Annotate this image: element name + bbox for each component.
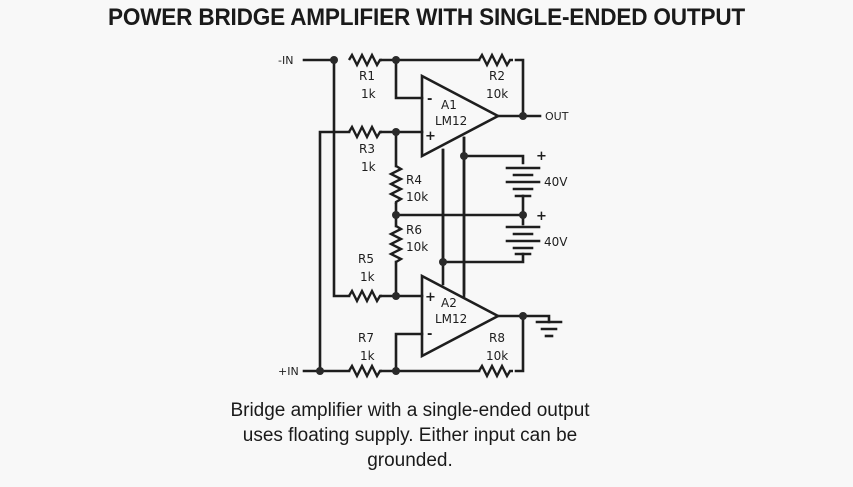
caption-line-2: uses floating supply. Either input can b… [242,425,578,446]
r7-ref: R7 [358,331,374,345]
battery-lower-value: 40V [544,235,568,249]
battery-upper: + 40V [505,149,568,198]
diagram-title: POWER BRIDGE AMPLIFIER WITH SINGLE-ENDED… [107,4,746,31]
wire-neg-bus [332,58,351,298]
a1-part: LM12 [435,114,467,128]
caption-line-3: grounded. [367,450,453,471]
r8-ref: R8 [489,331,505,345]
a1-inv-sign: - [427,92,432,107]
battery-upper-value: 40V [544,175,568,189]
wire-a2-inv [394,332,424,373]
junction-out [519,112,527,120]
caption-line-1: Bridge amplifier with a single-ended out… [230,400,590,421]
r2-value: 10k [486,87,508,101]
opamp-a1: - + A1 LM12 [420,73,501,159]
a2-part: LM12 [435,312,467,326]
r2-ref: R2 [489,69,505,83]
a2-ref: A2 [441,296,457,310]
wire-a2-vplus [441,252,525,264]
r4-value: 10k [406,190,428,204]
junction-pos-in [316,367,324,375]
resistor-r3 [347,124,382,140]
junction-r7-r8 [392,367,400,375]
wire-pos-bus [318,130,351,373]
battery-lower-plus: + [536,209,547,224]
r3-ref: R3 [359,142,375,156]
wire-a2-out [496,314,551,324]
r1-value: 1k [361,87,376,101]
r5-value: 1k [360,270,375,284]
r5-ref: R5 [358,252,374,266]
wire-a1-inv [394,58,424,100]
wire-r2-out [514,58,525,118]
r6-value: 10k [406,240,428,254]
junction-dots [316,56,527,375]
resistor-r2 [477,52,513,68]
terminal-out: OUT [545,110,569,123]
junction-battery-mid [519,211,527,219]
r1-ref: R1 [359,69,375,83]
a1-noninv-sign: + [425,129,436,144]
r8-value: 10k [486,349,508,363]
junction-a2-vplus [439,258,447,266]
resistor-r4 [388,164,404,204]
r3-value: 1k [361,160,376,174]
resistor-r8 [477,363,513,379]
junction-neg-in [330,56,338,64]
a1-ref: A1 [441,98,457,112]
ground-icon [535,320,563,338]
resistor-r1 [347,52,382,68]
resistor-r5 [347,288,382,304]
terminal-neg-in: -IN [278,54,293,67]
terminal-pos-in: +IN [278,365,299,378]
r6-ref: R6 [406,223,422,237]
resistor-r6 [388,224,404,264]
resistor-r7 [347,363,382,379]
a2-inv-sign: - [427,327,432,342]
junction-a2-out [519,312,527,320]
wire-r8-out [514,314,525,373]
junction-a1-vplus [460,152,468,160]
a2-noninv-sign: + [425,290,436,305]
opamp-a2: + - A2 LM12 [420,273,501,359]
wire-a1-vplus [462,136,525,165]
junction-r5-r6 [392,292,400,300]
junction-r4-r6 [392,211,400,219]
junction-r3-r4 [392,128,400,136]
diagram-caption: Bridge amplifier with a single-ended out… [170,398,650,473]
junction-r1-r2 [392,56,400,64]
battery-lower: + 40V [505,209,568,256]
r7-value: 1k [360,349,375,363]
r4-ref: R4 [406,173,422,187]
battery-upper-plus: + [536,149,547,164]
